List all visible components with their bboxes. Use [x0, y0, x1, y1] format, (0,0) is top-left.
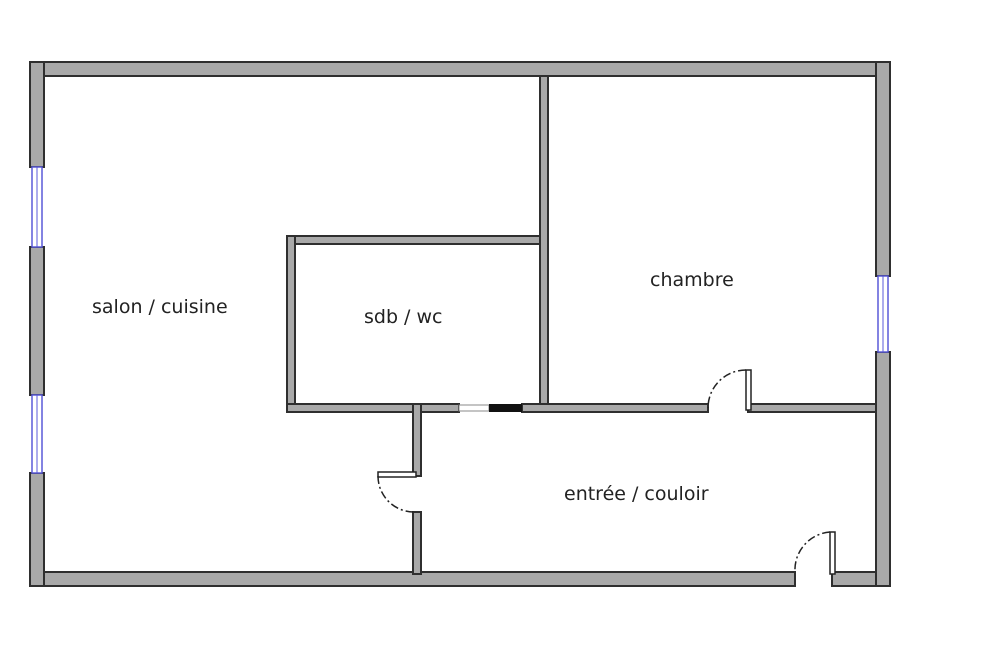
- window-left-upper: [31, 166, 43, 248]
- door-entree: [794, 531, 836, 575]
- door-salon: [377, 471, 417, 513]
- outer-wall-right-2: [875, 351, 891, 587]
- room-label-chambre: chambre: [650, 269, 734, 291]
- sdb-sliding-door: [458, 404, 522, 412]
- window-right: [877, 275, 889, 353]
- outer-wall-top: [29, 61, 891, 77]
- wall-hall-top-2: [521, 403, 709, 413]
- wall-sdb-left: [286, 235, 296, 413]
- wall-salon-entree-2: [412, 511, 422, 575]
- windows: [31, 166, 889, 474]
- wall-hall-top-1: [286, 403, 460, 413]
- room-label-sdb: sdb / wc: [364, 306, 443, 328]
- wall-sdb-top: [286, 235, 541, 245]
- wall-salon-entree-1: [412, 403, 422, 477]
- outer-walls: [29, 61, 891, 587]
- outer-wall-left-2: [29, 246, 45, 396]
- wall-salon-chambre: [539, 75, 549, 413]
- window-left-lower: [31, 394, 43, 474]
- room-label-entree: entrée / couloir: [564, 483, 709, 505]
- outer-wall-right-1: [875, 61, 891, 277]
- outer-wall-left-1: [29, 61, 45, 168]
- wall-hall-top-3: [747, 403, 877, 413]
- room-label-salon: salon / cuisine: [92, 296, 228, 318]
- outer-wall-left-3: [29, 472, 45, 587]
- door-chambre: [707, 369, 752, 411]
